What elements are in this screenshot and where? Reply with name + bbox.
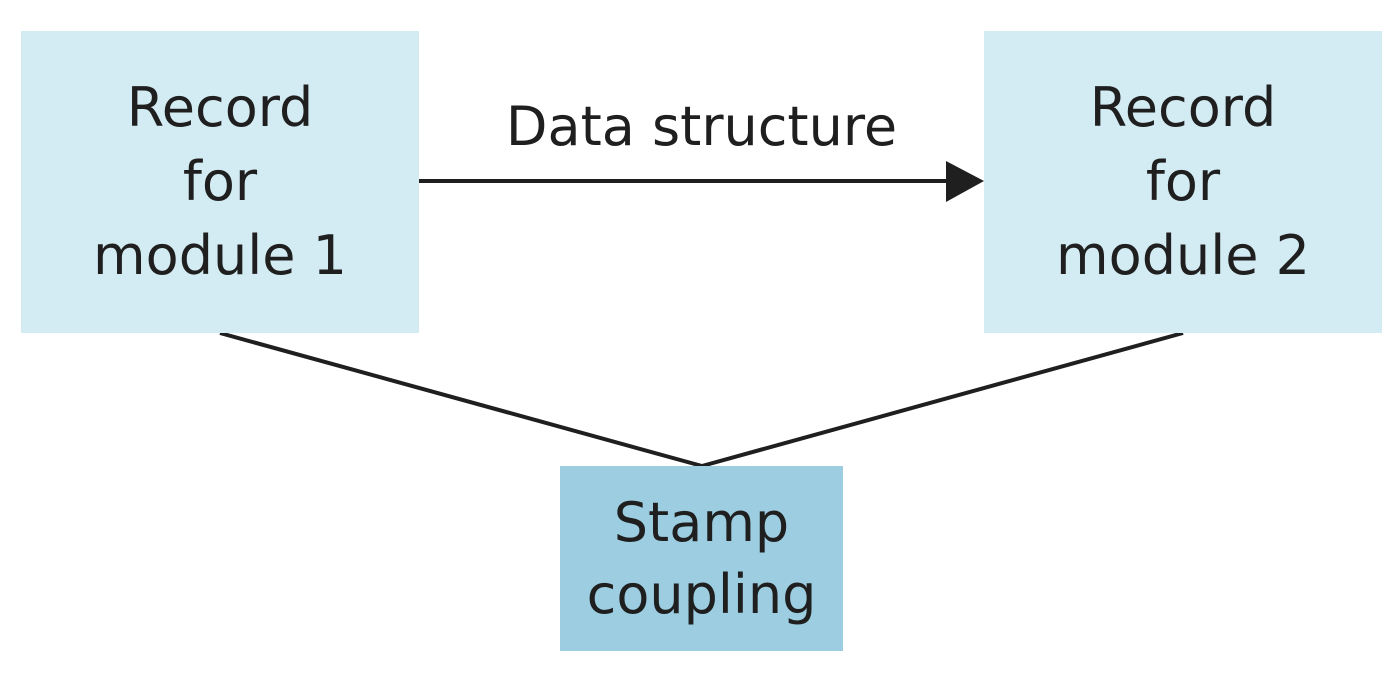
record-module-1-box: Record for module 1 (21, 31, 419, 333)
module1-line-1: Record (126, 76, 314, 139)
module2-line-1: Record (1089, 76, 1277, 139)
arrowhead-icon (946, 161, 984, 202)
stamp-coupling-box: Stamp coupling (560, 466, 843, 651)
stamp-line-2: coupling (586, 562, 817, 626)
stamp-link-left (219, 331, 703, 468)
stamp-line-1: Stamp (613, 490, 790, 554)
module2-line-3: module 2 (1056, 224, 1310, 287)
stamp-link-right (701, 331, 1184, 468)
data-structure-label: Data structure (505, 95, 898, 158)
record-module-2-box: Record for module 2 (984, 31, 1382, 333)
module1-line-2: for (182, 150, 258, 213)
module1-line-3: module 1 (93, 224, 347, 287)
module2-line-2: for (1145, 150, 1221, 213)
